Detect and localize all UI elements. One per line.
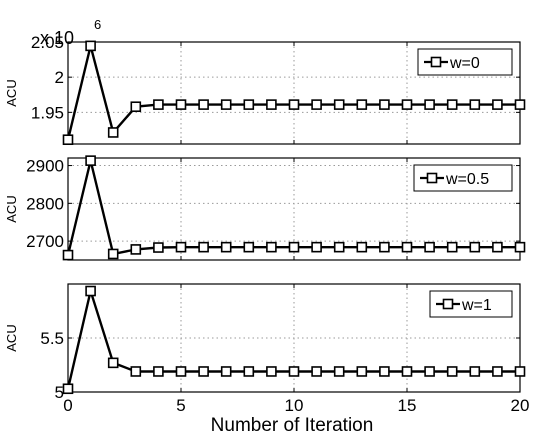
legend-box [417, 48, 513, 76]
data-point-marker [492, 366, 503, 377]
data-point-marker [175, 99, 187, 110]
data-point-marker [424, 99, 435, 110]
data-point-marker [243, 241, 255, 253]
data-point-marker [288, 366, 300, 377]
legend-label: w=0.5 [445, 171, 489, 188]
data-point-marker [333, 366, 345, 377]
y-multiplier-base: x 10 [40, 28, 74, 48]
data-point-marker [356, 99, 368, 110]
legend-marker [442, 298, 454, 310]
y-tick-label: 5 [55, 383, 64, 402]
y-tick-label: 2900 [26, 157, 64, 176]
data-point-marker [333, 241, 345, 253]
data-point-marker [175, 366, 187, 377]
data-point-marker [356, 366, 368, 377]
data-point-marker [175, 241, 187, 253]
data-point-marker [153, 366, 164, 377]
data-point-marker [85, 155, 96, 166]
data-point-marker [401, 241, 413, 253]
data-point-marker [311, 366, 322, 377]
data-point-marker [266, 241, 277, 253]
y-tick-label: 2700 [26, 232, 64, 251]
data-point-marker [469, 99, 481, 110]
y-axis-label: ACU [4, 195, 19, 222]
x-tick-label: 15 [398, 396, 417, 415]
x-axis-title: Number of Iteration [211, 415, 374, 436]
panels: 1.9522.05ACUw=0270028002900ACUw=0.555.50… [4, 33, 529, 415]
legend: w=0 [417, 48, 513, 76]
data-point-marker [333, 99, 345, 110]
x-tick-label: 20 [511, 396, 530, 415]
legend-label: w=0 [449, 55, 480, 72]
data-point-marker [514, 366, 526, 377]
x-tick-label: 0 [63, 396, 72, 415]
data-point-marker [266, 99, 277, 110]
legend: w=0.5 [413, 164, 513, 192]
data-point-marker [107, 248, 119, 260]
x-tick-label: 5 [176, 396, 185, 415]
data-point-marker [107, 357, 119, 369]
data-point-marker [469, 366, 481, 377]
data-point-marker [311, 241, 322, 253]
data-point-marker [401, 366, 413, 377]
data-point-marker [311, 99, 322, 110]
data-point-marker [107, 127, 119, 138]
legend-label: w=1 [461, 297, 492, 314]
data-point-marker [243, 366, 255, 377]
data-point-marker [356, 241, 368, 253]
y-axis-label: ACU [4, 324, 19, 351]
data-point-marker [85, 285, 96, 297]
data-point-marker [424, 241, 435, 253]
data-point-marker [379, 366, 390, 377]
data-point-marker [424, 366, 435, 377]
data-point-marker [130, 244, 142, 255]
y-axis-label: ACU [4, 79, 19, 106]
data-point-marker [220, 366, 232, 377]
data-point-marker [198, 99, 209, 110]
data-point-marker [62, 134, 74, 146]
y-multiplier-exponent: 6 [94, 17, 101, 32]
data-point-marker [243, 99, 255, 110]
data-point-marker [266, 366, 277, 377]
data-point-marker [220, 99, 232, 110]
y-tick-label: 1.95 [31, 103, 64, 122]
data-point-marker [469, 241, 481, 253]
y-tick-label: 2 [55, 68, 64, 87]
legend: w=1 [429, 290, 513, 318]
data-point-marker [198, 241, 209, 253]
data-point-marker [492, 99, 503, 110]
data-point-marker [446, 366, 458, 377]
y-tick-label: 2800 [26, 194, 64, 213]
x-tick-label: 10 [285, 396, 304, 415]
legend-marker [426, 172, 438, 184]
data-point-marker [288, 241, 300, 253]
y-tick-label: 5.5 [40, 329, 64, 348]
data-point-marker [446, 241, 458, 253]
data-point-marker [130, 366, 142, 377]
data-point-marker [220, 241, 232, 253]
data-point-marker [198, 366, 209, 377]
data-point-marker [85, 40, 96, 52]
y-tick-label: 2.05 [31, 33, 64, 52]
data-point-marker [446, 99, 458, 110]
data-point-marker [379, 241, 390, 253]
data-point-marker [379, 99, 390, 110]
data-point-marker [62, 249, 74, 261]
legend-marker [430, 56, 442, 68]
data-point-marker [514, 241, 526, 253]
data-point-marker [288, 99, 300, 110]
data-point-marker [153, 99, 164, 110]
data-point-marker [514, 99, 526, 110]
data-point-marker [62, 383, 74, 395]
data-point-marker [401, 99, 413, 110]
data-point-marker [153, 242, 164, 253]
data-point-marker [130, 101, 142, 113]
data-point-marker [492, 241, 503, 253]
